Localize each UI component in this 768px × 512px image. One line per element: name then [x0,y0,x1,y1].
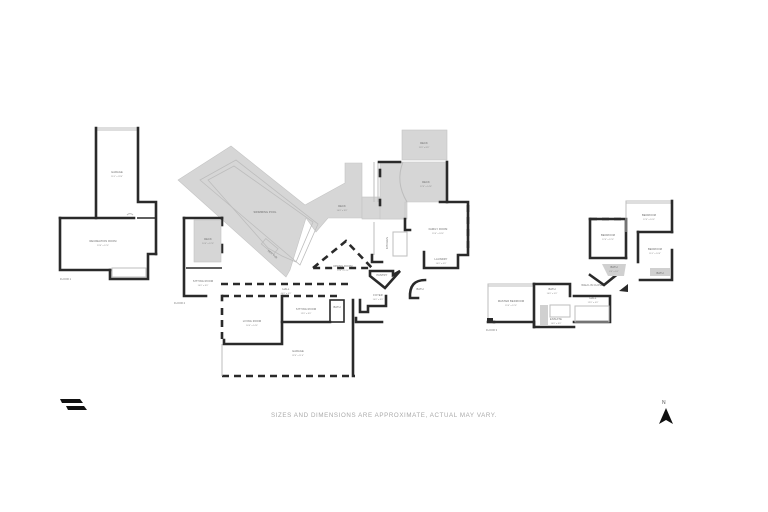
room-deck-d: DECK 10'0" x 12'0" [202,237,214,245]
room-ensuite: ENSUITE 10'0" x 8'0" [550,317,562,325]
svg-text:15'0" x 12'0": 15'0" x 12'0" [505,305,517,307]
room-deck-b: DECK 11'0" x 8'0" [419,141,430,149]
svg-text:ENSUITE: ENSUITE [550,317,562,321]
svg-text:RECREATION ROOM: RECREATION ROOM [89,239,116,243]
svg-text:23'0" x 12'0": 23'0" x 12'0" [97,245,109,247]
room-recreation: RECREATION ROOM 23'0" x 12'0" [89,239,116,247]
room-living: LIVING ROOM 16'0" x 14'0" [243,319,261,327]
svg-text:10'0" x 5'0": 10'0" x 5'0" [547,293,558,295]
svg-text:MASTER BEDROOM: MASTER BEDROOM [498,299,524,303]
room-bath-f3c: BATH [656,271,663,275]
svg-text:10'0" x 8'0": 10'0" x 8'0" [551,323,562,325]
svg-text:KITCHEN: KITCHEN [385,237,389,249]
room-bedroom-1: BEDROOM 12'0" x 12'0" [601,233,615,241]
svg-text:12'0" x 12'0": 12'0" x 12'0" [602,239,614,241]
svg-text:PANTRY: PANTRY [377,273,388,277]
floor-2: SWIMMING POOL HOT TUB DECK 14'0" x 9'0" … [174,129,470,378]
svg-text:BATH: BATH [333,305,340,309]
svg-text:LAUNDRY: LAUNDRY [434,257,447,261]
floor-1-label: FLOOR 1 [60,277,72,281]
svg-text:12'0" x 4'0": 12'0" x 4'0" [588,302,599,304]
svg-text:SITTING ROOM: SITTING ROOM [296,307,316,311]
room-deck-a: DECK 14'0" x 9'0" [337,204,348,212]
svg-text:FOYER: FOYER [373,293,382,297]
svg-text:11'0" x 10'0": 11'0" x 10'0" [649,253,661,255]
room-pool: SWIMMING POOL [253,210,277,214]
svg-text:HALL: HALL [590,296,597,300]
svg-text:DECK: DECK [422,180,430,184]
svg-text:GARAGE: GARAGE [111,170,123,174]
svg-text:HOT TUB: HOT TUB [267,249,279,260]
brand-logo-icon [60,399,87,410]
room-hall-f2: HALL 40'0" x 4'0" [281,287,292,295]
room-deck-c: DECK 12'0" x 14'0" [420,180,432,188]
floor-3: MASTER BEDROOM 15'0" x 12'0" BATH 10'0" … [486,199,674,332]
room-dining: DINING ROOM 13'0" x 13'0" [334,264,353,272]
svg-text:12'0" x 10'0": 12'0" x 10'0" [643,219,655,221]
room-walk-in: WALK-IN CLOSET [581,283,605,287]
svg-text:BATH: BATH [548,287,555,291]
room-garage-f1: GARAGE 11'0" x 23'0" [111,170,123,178]
svg-text:8'0" x 5'0": 8'0" x 5'0" [609,271,619,273]
svg-text:10'0" x 8'0": 10'0" x 8'0" [373,299,384,301]
room-laundry: LAUNDRY 10'0" x 6'0" [434,257,447,265]
room-pantry: PANTRY [377,273,388,277]
svg-text:10'0" x 6'0": 10'0" x 6'0" [436,263,447,265]
svg-text:LIVING ROOM: LIVING ROOM [243,319,261,323]
svg-text:SITTING ROOM: SITTING ROOM [193,279,213,283]
svg-text:GARAGE: GARAGE [292,349,304,353]
svg-text:32'0" x 11'0": 32'0" x 11'0" [292,355,304,357]
svg-text:BATH: BATH [610,265,617,269]
svg-text:13'0" x 13'0": 13'0" x 13'0" [337,270,349,272]
svg-text:BEDROOM: BEDROOM [648,247,662,251]
room-foyer: FOYER 10'0" x 8'0" [373,293,384,301]
svg-text:12'0" x 8'0": 12'0" x 8'0" [301,313,312,315]
svg-text:16'0" x 14'0": 16'0" x 14'0" [246,325,258,327]
svg-text:BATH: BATH [416,287,423,291]
north-arrow-icon [659,408,673,424]
room-bath-f3a: BATH 10'0" x 5'0" [547,287,558,295]
svg-text:WALK-IN CLOSET: WALK-IN CLOSET [581,283,605,287]
svg-text:DECK: DECK [338,204,346,208]
floor-1: GARAGE 11'0" x 23'0" RECREATION ROOM 23'… [58,126,158,281]
svg-text:10'0" x 12'0": 10'0" x 12'0" [202,243,214,245]
svg-text:40'0" x 4'0": 40'0" x 4'0" [281,293,292,295]
room-kitchen: KITCHEN [385,237,389,249]
svg-text:DECK: DECK [204,237,212,241]
svg-text:SWIMMING POOL: SWIMMING POOL [253,210,277,214]
svg-text:14'0" x 9'0": 14'0" x 9'0" [337,210,348,212]
room-family: FAMILY ROOM 15'0" x 18'0" [429,227,448,235]
svg-text:FAMILY ROOM: FAMILY ROOM [429,227,448,231]
room-hot-tub: HOT TUB [267,249,279,260]
svg-text:HALL: HALL [283,287,290,291]
room-sitting-a: SITTING ROOM 10'0" x 8'0" [193,279,213,287]
room-hall-f3: HALL 12'0" x 4'0" [588,296,599,304]
svg-text:11'0" x 8'0": 11'0" x 8'0" [419,147,430,149]
svg-text:BEDROOM: BEDROOM [642,213,656,217]
svg-text:11'0" x 23'0": 11'0" x 23'0" [111,176,123,178]
svg-text:12'0" x 14'0": 12'0" x 14'0" [420,186,432,188]
disclaimer-text: SIZES AND DIMENSIONS ARE APPROXIMATE, AC… [270,412,498,419]
svg-text:BEDROOM: BEDROOM [601,233,615,237]
room-bedroom-2: BEDROOM 12'0" x 10'0" [642,213,656,221]
floor-3-label: FLOOR 3 [486,328,498,332]
room-bath-f2b: BATH [333,305,340,309]
svg-text:BATH: BATH [656,271,663,275]
room-master-bedroom: MASTER BEDROOM 15'0" x 12'0" [498,299,524,307]
room-bath-f3b: BATH 8'0" x 5'0" [609,265,619,273]
svg-text:DINING ROOM: DINING ROOM [334,264,353,268]
svg-text:DECK: DECK [420,141,428,145]
svg-text:10'0" x 8'0": 10'0" x 8'0" [198,285,209,287]
room-bath-f2a: BATH [416,287,423,291]
room-sitting-b: SITTING ROOM 12'0" x 8'0" [296,307,316,315]
room-garage-f2: GARAGE 32'0" x 11'0" [292,349,304,357]
svg-text:15'0" x 18'0": 15'0" x 18'0" [432,233,444,235]
room-bedroom-3: BEDROOM 11'0" x 10'0" [648,247,662,255]
north-label: N [662,400,666,406]
floor-2-label: FLOOR 2 [174,301,186,305]
